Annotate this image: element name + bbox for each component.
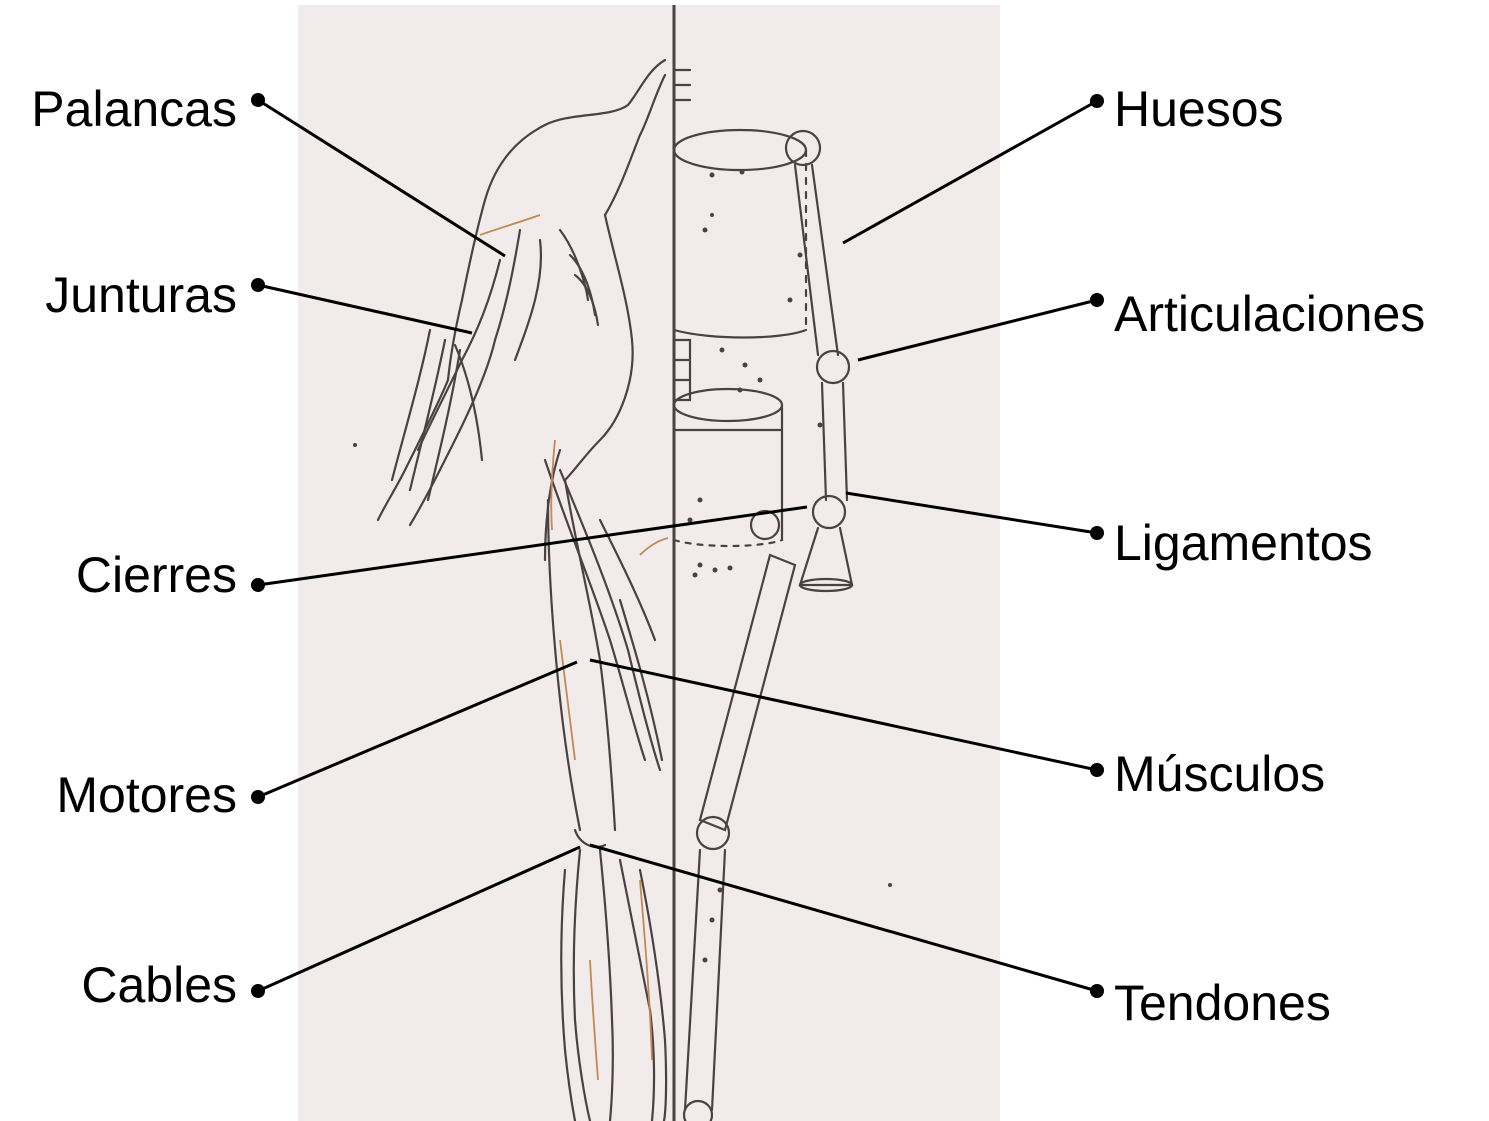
label-ligamentos: Ligamentos <box>1114 518 1373 568</box>
label-cables: Cables <box>81 960 237 1010</box>
label-articulaciones: Articulaciones <box>1114 289 1425 339</box>
label-cierres: Cierres <box>76 550 237 600</box>
label-palancas: Palancas <box>31 84 237 134</box>
label-huesos: Huesos <box>1114 84 1284 134</box>
label-musculos: Músculos <box>1114 749 1325 799</box>
label-tendones: Tendones <box>1114 978 1331 1028</box>
label-junturas: Junturas <box>45 270 237 320</box>
label-motores: Motores <box>56 770 237 820</box>
